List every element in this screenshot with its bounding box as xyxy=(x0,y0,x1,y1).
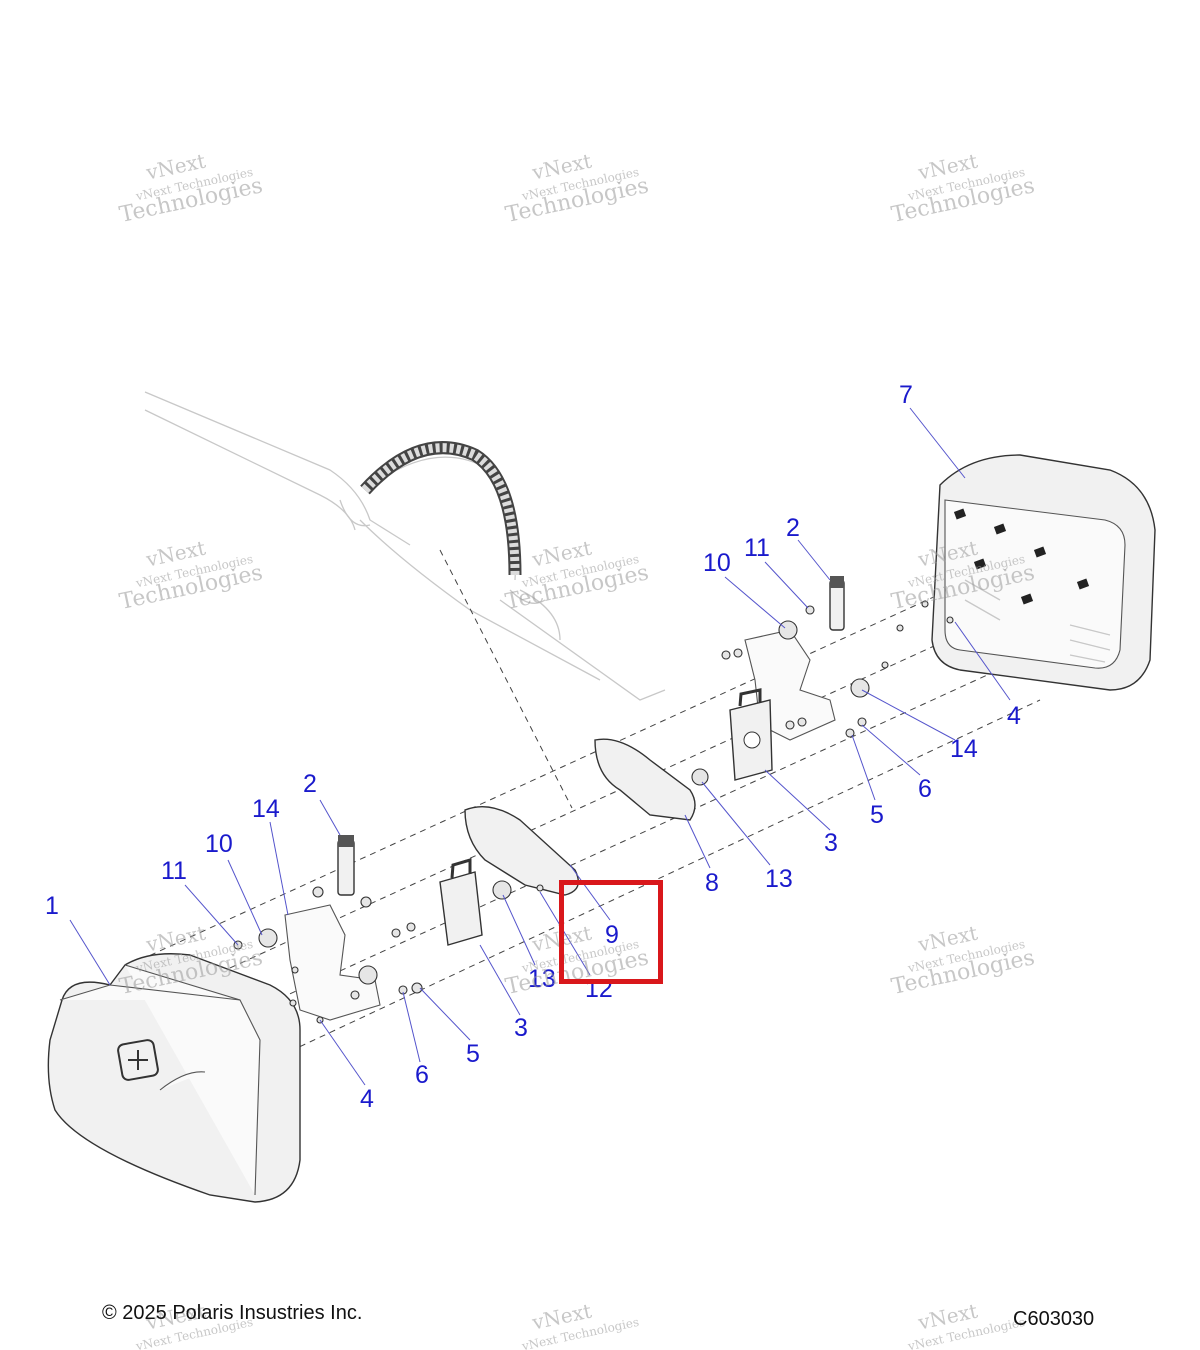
callout-6-left: 6 xyxy=(415,1061,429,1089)
hardware-fasteners xyxy=(233,600,954,1024)
center-bracket-8 xyxy=(464,738,709,900)
callout-11-right: 11 xyxy=(744,534,770,562)
callout-13-right: 13 xyxy=(765,865,793,893)
callout-14-left: 14 xyxy=(252,795,280,823)
selected-part-highlight-box[interactable] xyxy=(559,880,663,984)
callout-4-left: 4 xyxy=(360,1085,374,1113)
callout-9: 9 xyxy=(605,921,619,949)
callout-5-right: 5 xyxy=(870,801,884,829)
polaris-logo-icon xyxy=(117,1039,159,1081)
assembly-lines xyxy=(139,549,1041,1071)
callout-11-left: 11 xyxy=(161,857,187,885)
callout-14-right: 14 xyxy=(950,735,978,763)
callout-1: 1 xyxy=(45,892,59,920)
callout-10-right: 10 xyxy=(703,549,731,577)
right-saddlebag xyxy=(931,454,1156,691)
leader-lines xyxy=(69,407,1011,1086)
callout-3-left: 3 xyxy=(514,1014,528,1042)
callout-2-right: 2 xyxy=(786,514,800,542)
callout-13-left: 13 xyxy=(528,965,556,993)
callout-7: 7 xyxy=(899,381,913,409)
callout-6-right: 6 xyxy=(918,775,932,803)
latch-plate-right xyxy=(729,688,773,781)
callout-labels: 1 2 2 3 3 4 4 5 5 6 6 7 8 9 10 10 11 11 … xyxy=(45,381,1021,1113)
callout-8: 8 xyxy=(705,869,719,897)
grab-rail xyxy=(360,441,522,576)
diagram-code: C603030 xyxy=(1013,1308,1095,1330)
left-saddlebag xyxy=(47,953,301,1203)
callout-5-left: 5 xyxy=(466,1040,480,1068)
strap-right xyxy=(829,576,845,631)
latch-plate-left xyxy=(439,857,483,946)
copyright-text: © 2025 Polaris Insustries Inc. xyxy=(102,1302,363,1324)
strap-left xyxy=(337,835,355,896)
callout-3-right: 3 xyxy=(824,829,838,857)
callout-2-left: 2 xyxy=(303,770,317,798)
callout-10-left: 10 xyxy=(205,830,233,858)
callout-4-right: 4 xyxy=(1007,702,1021,730)
